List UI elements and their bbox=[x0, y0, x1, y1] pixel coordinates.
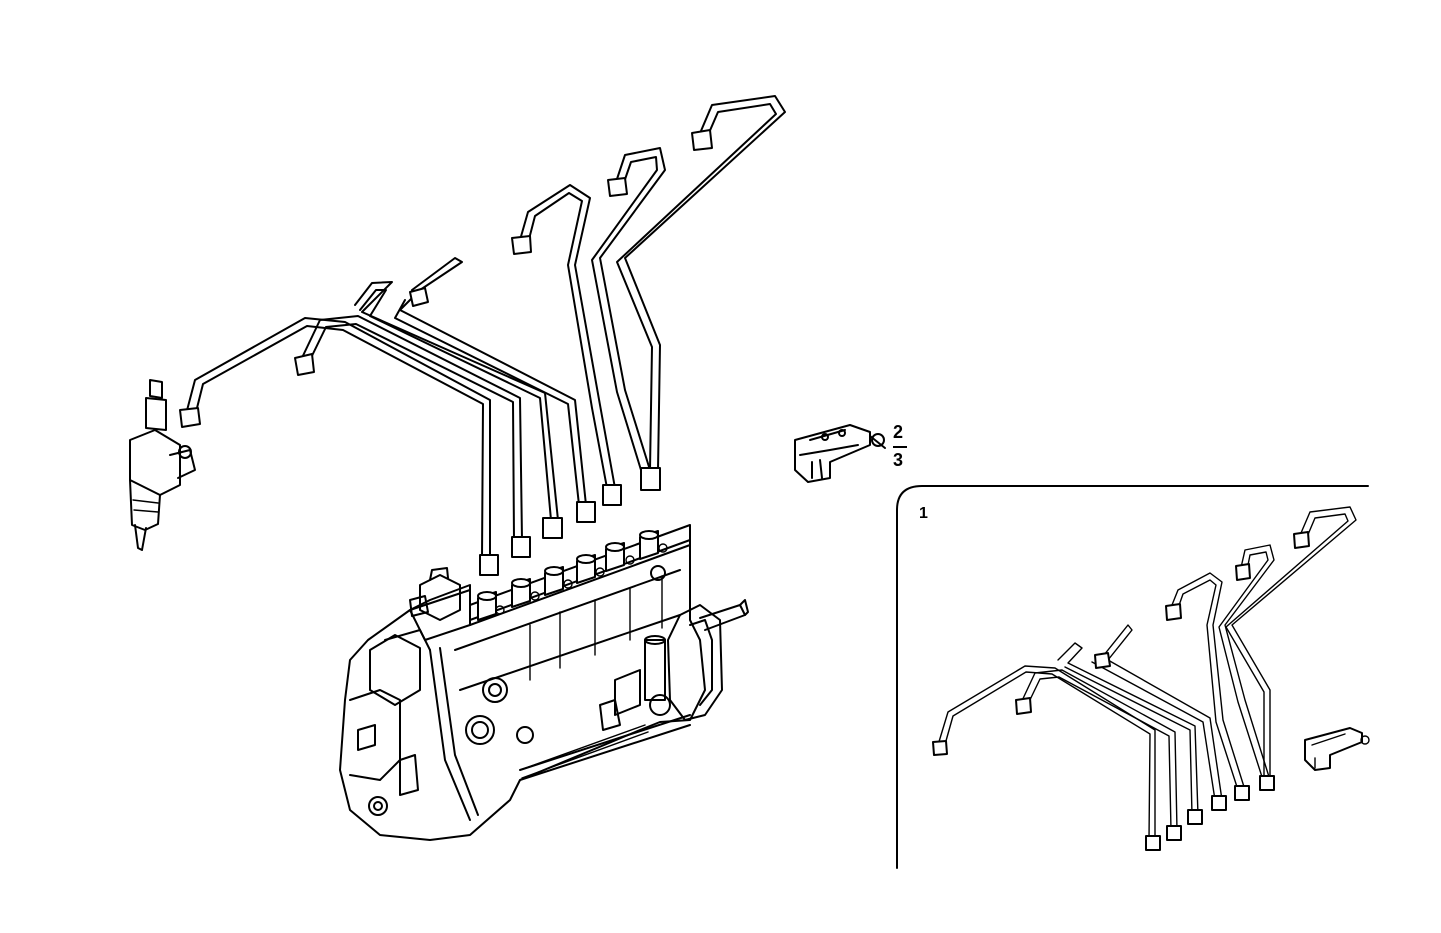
clamp-bracket-icon bbox=[794, 424, 886, 483]
injection-pump-icon bbox=[339, 524, 749, 841]
kit-clamp-bracket-icon bbox=[1304, 727, 1370, 771]
callout-fraction-line bbox=[893, 446, 907, 448]
callout-kit-number: 1 bbox=[919, 505, 928, 522]
callout-bracket-number-a: 2 bbox=[893, 422, 904, 442]
injector-nozzle-icon bbox=[129, 379, 196, 551]
pipe-kit-frame-icon bbox=[896, 485, 1369, 869]
callout-bracket-number-b: 3 bbox=[893, 450, 904, 470]
injection-pipes-icon bbox=[179, 95, 786, 576]
delivery-valve-row bbox=[477, 530, 659, 621]
kit-pipes-icon bbox=[932, 506, 1357, 851]
